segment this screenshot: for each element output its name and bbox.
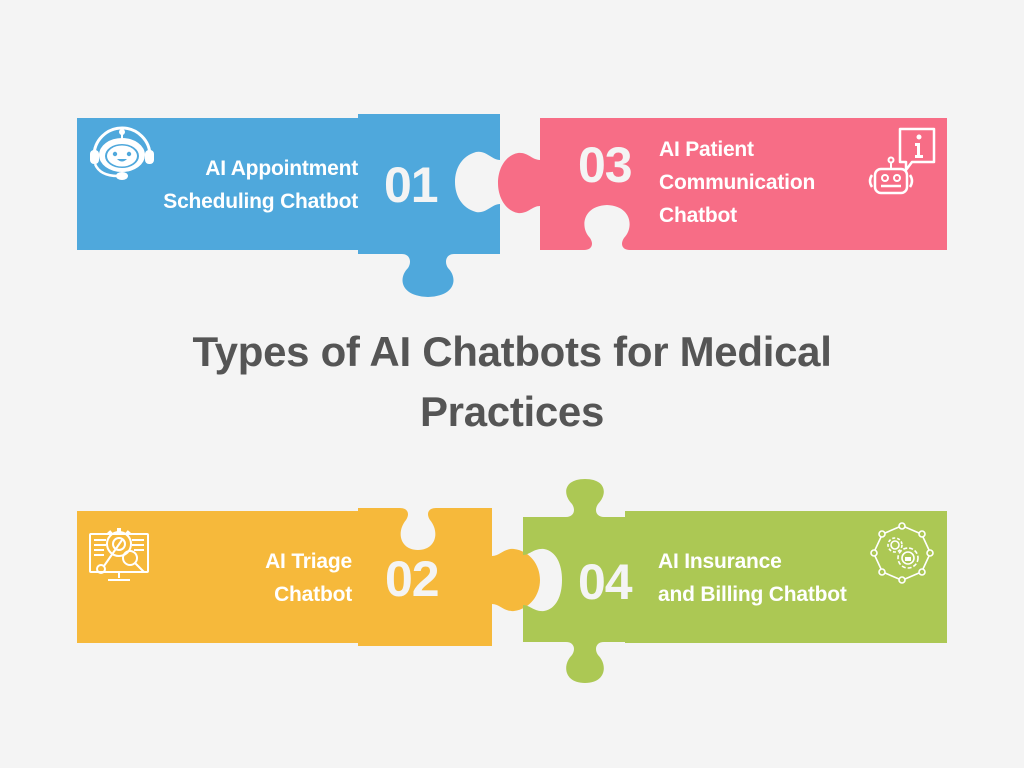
piece-04-label-line2: and Billing Chatbot bbox=[658, 583, 847, 606]
page-title: Types of AI Chatbots for Medical Practic… bbox=[0, 322, 1024, 442]
piece-01-label-line1: AI Appointment bbox=[205, 157, 358, 180]
robot-info-speech-bubble-icon bbox=[864, 126, 940, 198]
piece-04-number: 04 bbox=[578, 554, 633, 610]
gears-network-icon bbox=[870, 522, 934, 584]
puzzle-piece-02 bbox=[77, 508, 540, 646]
piece-03-label-line2: Communication bbox=[659, 171, 816, 194]
piece-03-label-line1: AI Patient bbox=[659, 138, 754, 161]
piece-02-number: 02 bbox=[385, 551, 440, 607]
piece-02-label-line1: AI Triage bbox=[265, 550, 352, 573]
piece-02-label: AI Triage Chatbot bbox=[150, 545, 352, 611]
page-title-line2: Practices bbox=[419, 388, 605, 435]
robot-headset-icon bbox=[86, 126, 158, 186]
piece-01-number: 01 bbox=[384, 157, 439, 213]
piece-04-label: AI Insurance and Billing Chatbot bbox=[658, 545, 918, 611]
piece-01-label-line2: Scheduling Chatbot bbox=[163, 190, 358, 213]
piece-04-label-line1: AI Insurance bbox=[658, 550, 782, 573]
piece-01-label: AI Appointment Scheduling Chatbot bbox=[110, 152, 358, 218]
puzzle-piece-03 bbox=[498, 118, 947, 250]
piece-03-number: 03 bbox=[578, 137, 633, 193]
page-title-line1: Types of AI Chatbots for Medical bbox=[192, 328, 832, 375]
piece-02-label-line2: Chatbot bbox=[274, 583, 352, 606]
computer-gear-wrench-magnifier-icon bbox=[86, 522, 152, 586]
puzzle-piece-04 bbox=[523, 479, 947, 683]
piece-03-label: AI Patient Communication Chatbot bbox=[659, 133, 859, 232]
puzzle-piece-01 bbox=[77, 114, 500, 297]
piece-03-label-line3: Chatbot bbox=[659, 204, 737, 227]
